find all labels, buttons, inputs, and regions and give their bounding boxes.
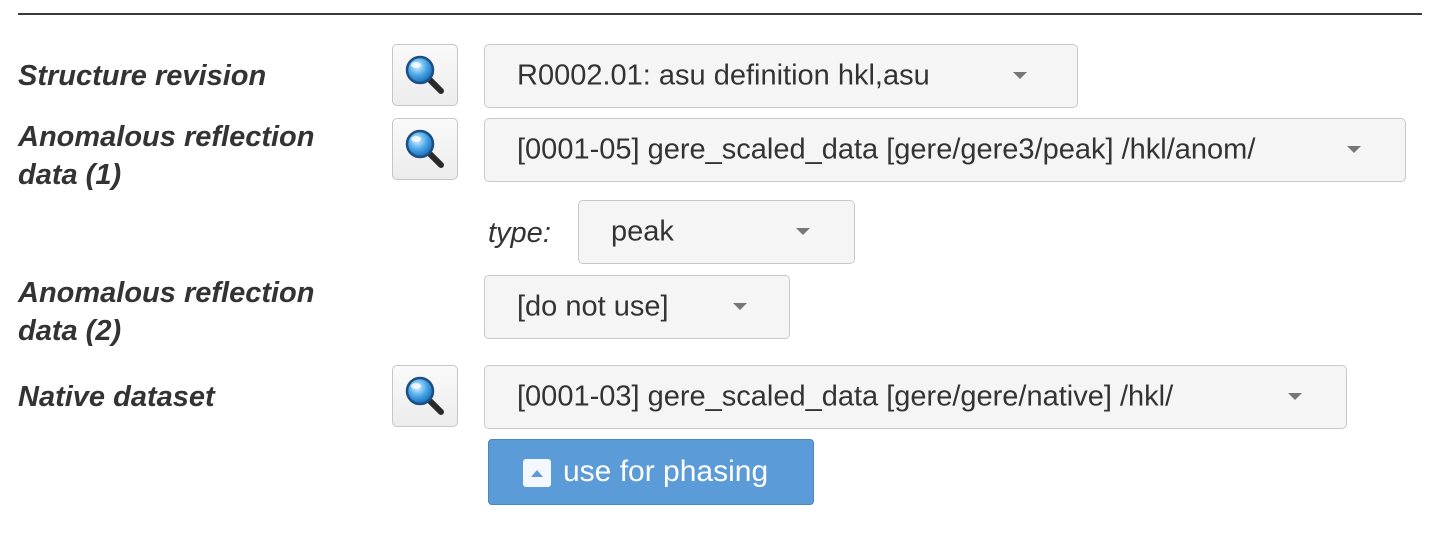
use-for-phasing-button[interactable]: use for phasing <box>488 439 814 505</box>
magnifier-icon <box>403 374 447 418</box>
anom-data-2-select-value: [do not use] <box>517 290 669 323</box>
structure-revision-select[interactable]: R0002.01: asu definition hkl,asu <box>484 44 1078 108</box>
native-dataset-label-text: Native dataset <box>18 381 215 413</box>
native-dataset-select-value: [0001-03] gere_scaled_data [gere/gere/na… <box>517 380 1174 413</box>
anom-data-2-label-line2: data (2) <box>18 315 122 347</box>
structure-revision-select-value: R0002.01: asu definition hkl,asu <box>517 59 930 92</box>
view-native-dataset-button[interactable] <box>392 365 458 427</box>
chevron-up-icon <box>523 459 551 487</box>
native-dataset-select[interactable]: [0001-03] gere_scaled_data [gere/gere/na… <box>484 365 1347 429</box>
anom-data-2-select[interactable]: [do not use] <box>484 275 790 339</box>
anom-data-1-select[interactable]: [0001-05] gere_scaled_data [gere/gere3/p… <box>484 118 1406 182</box>
anom-data-2-label-line1: Anomalous reflection <box>18 277 315 309</box>
anom-data-1-select-value: [0001-05] gere_scaled_data [gere/gere3/p… <box>517 133 1256 166</box>
type-select[interactable]: peak <box>578 200 855 264</box>
anom-data-1-label-line2: data (1) <box>18 159 122 191</box>
view-anom-data-1-button[interactable] <box>392 118 458 180</box>
magnifier-icon <box>403 127 447 171</box>
use-for-phasing-label: use for phasing <box>563 455 769 488</box>
chevron-down-icon <box>1288 393 1302 400</box>
structure-revision-label-text: Structure revision <box>18 60 267 92</box>
anom-data-1-label-line1: Anomalous reflection <box>18 121 315 153</box>
magnifier-icon <box>403 53 447 97</box>
type-select-value: peak <box>611 215 674 248</box>
chevron-down-icon <box>1347 146 1361 153</box>
chevron-down-icon <box>733 303 747 310</box>
chevron-down-icon <box>1013 72 1027 79</box>
native-dataset-label: Native dataset <box>18 378 215 416</box>
anom-data-2-label: Anomalous reflection data (2) <box>18 274 315 350</box>
type-label: type: <box>488 217 551 249</box>
top-divider <box>18 13 1422 15</box>
anom-data-1-label: Anomalous reflection data (1) <box>18 118 315 194</box>
chevron-down-icon <box>796 228 810 235</box>
structure-revision-label: Structure revision <box>18 57 266 95</box>
view-structure-revision-button[interactable] <box>392 44 458 106</box>
